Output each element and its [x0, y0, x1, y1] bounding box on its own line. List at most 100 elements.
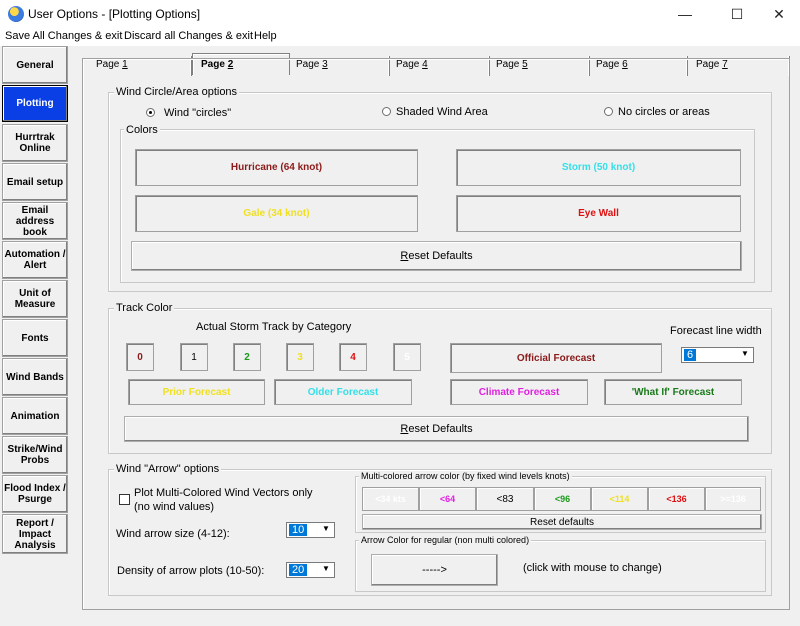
arrow-size-select[interactable]: 10 ▼: [286, 522, 335, 538]
eyewall-color-button[interactable]: Eye Wall: [456, 195, 741, 232]
level-lt34-color-button[interactable]: <34 kts: [362, 487, 419, 511]
tab-label: Page: [396, 59, 423, 70]
tab-page-4[interactable]: Page 4: [388, 54, 490, 76]
no-circles-radio[interactable]: [604, 107, 613, 116]
regular-arrow-group: [355, 540, 766, 592]
colors-legend: Colors: [124, 124, 160, 136]
regular-arrow-color-button[interactable]: ----->: [371, 554, 498, 586]
tab-page-6[interactable]: Page 6: [588, 54, 688, 76]
wind-circles-radio[interactable]: [146, 108, 155, 117]
sidebar-item-automation-alert[interactable]: Automation / Alert: [2, 241, 68, 279]
cat4-color-button[interactable]: 4: [339, 343, 367, 371]
tab-label: Page: [296, 59, 323, 70]
cat3-color-button[interactable]: 3: [286, 343, 314, 371]
wind-arrow-group: [108, 469, 772, 596]
level-lt114-color-button[interactable]: <114: [591, 487, 648, 511]
sidebar-item-flood-index-psurge[interactable]: Flood Index / Psurge: [2, 475, 68, 513]
minimize-button[interactable]: —: [678, 6, 692, 22]
app-icon: [8, 6, 24, 22]
tab-page-3[interactable]: Page 3: [288, 54, 390, 76]
maximize-button[interactable]: ☐: [730, 5, 744, 22]
prior-forecast-color-button[interactable]: Prior Forecast: [128, 379, 265, 405]
shaded-wind-area-radio[interactable]: [382, 107, 391, 116]
no-circles-label: No circles or areas: [618, 106, 710, 118]
sidebar-item-email-setup[interactable]: Email setup: [2, 163, 68, 201]
level-lt83-color-button[interactable]: <83: [476, 487, 534, 511]
level-lt64-color-button[interactable]: <64: [419, 487, 476, 511]
tab-label: Page: [696, 59, 723, 70]
sidebar-item-animation[interactable]: Animation: [2, 397, 68, 435]
forecast-line-width-value: 6: [684, 349, 697, 361]
sidebar-item-email-address-book[interactable]: Email address book: [2, 202, 68, 240]
cat2-color-button[interactable]: 2: [233, 343, 261, 371]
reset-hotkey: R: [400, 250, 409, 262]
sidebar-item-unit-of-measure[interactable]: Unit of Measure: [2, 280, 68, 318]
sidebar-item-report-impact-analysis[interactable]: Report / Impact Analysis: [2, 514, 68, 554]
level-gte136-color-button[interactable]: >=136: [705, 487, 761, 511]
older-forecast-color-button[interactable]: Older Forecast: [274, 379, 412, 405]
tab-number: 1: [122, 59, 128, 70]
menu-help[interactable]: Help: [254, 30, 277, 42]
storm-track-heading: Actual Storm Track by Category: [196, 321, 352, 333]
arrow-size-label: Wind arrow size (4-12):: [116, 528, 230, 540]
level-lt96-color-button[interactable]: <96: [534, 487, 591, 511]
tab-label: Page: [96, 59, 123, 70]
sidebar-item-strike-wind-probs[interactable]: Strike/Wind Probs: [2, 436, 68, 474]
reset-label: eset Defaults: [408, 250, 473, 262]
tab-label: Page: [596, 59, 623, 70]
cat1-color-button[interactable]: 1: [180, 343, 208, 371]
reset-label: eset Defaults: [408, 423, 473, 435]
sidebar: General Plotting Hurrtrak Online Email s…: [0, 46, 70, 556]
tab-label: Page: [496, 59, 523, 70]
sidebar-item-plotting[interactable]: Plotting: [2, 85, 68, 122]
tab-number: 7: [722, 59, 728, 70]
tab-page-1[interactable]: Page 1: [88, 54, 192, 76]
sidebar-item-general[interactable]: General: [2, 46, 68, 84]
track-color-group: [108, 308, 772, 454]
regular-arrow-legend: Arrow Color for regular (non multi color…: [359, 535, 532, 545]
tab-label: Page: [201, 59, 228, 70]
tab-page-5[interactable]: Page 5: [488, 54, 590, 76]
level-lt136-color-button[interactable]: <136: [648, 487, 705, 511]
tab-number: 3: [322, 59, 328, 70]
cat5-color-button[interactable]: 5: [393, 343, 421, 371]
sidebar-item-wind-bands[interactable]: Wind Bands: [2, 358, 68, 396]
close-button[interactable]: ✕: [773, 5, 785, 22]
tab-number: 2: [227, 59, 234, 70]
arrow-density-label: Density of arrow plots (10-50):: [117, 565, 265, 577]
climate-forecast-color-button[interactable]: Climate Forecast: [450, 379, 588, 405]
arrow-density-select[interactable]: 20 ▼: [286, 562, 335, 578]
menu-bar: Save All Changes & exit Discard all Chan…: [0, 28, 800, 46]
gale-color-button[interactable]: Gale (34 knot): [135, 195, 418, 232]
plot-multi-colored-label-2: (no wind values): [134, 501, 215, 513]
hurricane-color-button[interactable]: Hurricane (64 knot): [135, 149, 418, 186]
official-forecast-color-button[interactable]: Official Forecast: [450, 343, 662, 373]
plot-multi-colored-checkbox[interactable]: [119, 494, 130, 505]
sidebar-item-fonts[interactable]: Fonts: [2, 319, 68, 357]
arrow-colors-reset-button[interactable]: Reset defaults: [362, 514, 762, 530]
chevron-down-icon[interactable]: ▼: [741, 349, 749, 358]
menu-discard-all[interactable]: Discard all Changes & exit: [124, 30, 254, 42]
track-color-legend: Track Color: [114, 302, 175, 314]
tab-number: 4: [422, 59, 428, 70]
arrow-size-value: 10: [289, 524, 308, 536]
chevron-down-icon[interactable]: ▼: [322, 564, 330, 573]
whatif-forecast-color-button[interactable]: 'What If' Forecast: [604, 379, 742, 405]
cat0-color-button[interactable]: 0: [126, 343, 154, 371]
tab-number: 5: [522, 59, 528, 70]
menu-save-all[interactable]: Save All Changes & exit: [5, 30, 123, 42]
storm-color-button[interactable]: Storm (50 knot): [456, 149, 741, 186]
plot-multi-colored-label-1: Plot Multi-Colored Wind Vectors only: [134, 487, 313, 499]
tab-content-panel: [82, 58, 790, 610]
colors-group: [120, 129, 755, 283]
wind-circles-label: Wind "circles": [164, 107, 232, 119]
multi-colored-arrow-legend: Multi-colored arrow color (by fixed wind…: [359, 471, 572, 481]
shaded-wind-area-label: Shaded Wind Area: [396, 106, 488, 118]
wind-circle-group: [108, 92, 772, 292]
sidebar-item-hurrtrak-online[interactable]: Hurrtrak Online: [2, 124, 68, 162]
chevron-down-icon[interactable]: ▼: [322, 524, 330, 533]
reset-hotkey: R: [400, 423, 409, 435]
forecast-line-width-select[interactable]: 6 ▼: [681, 347, 754, 363]
